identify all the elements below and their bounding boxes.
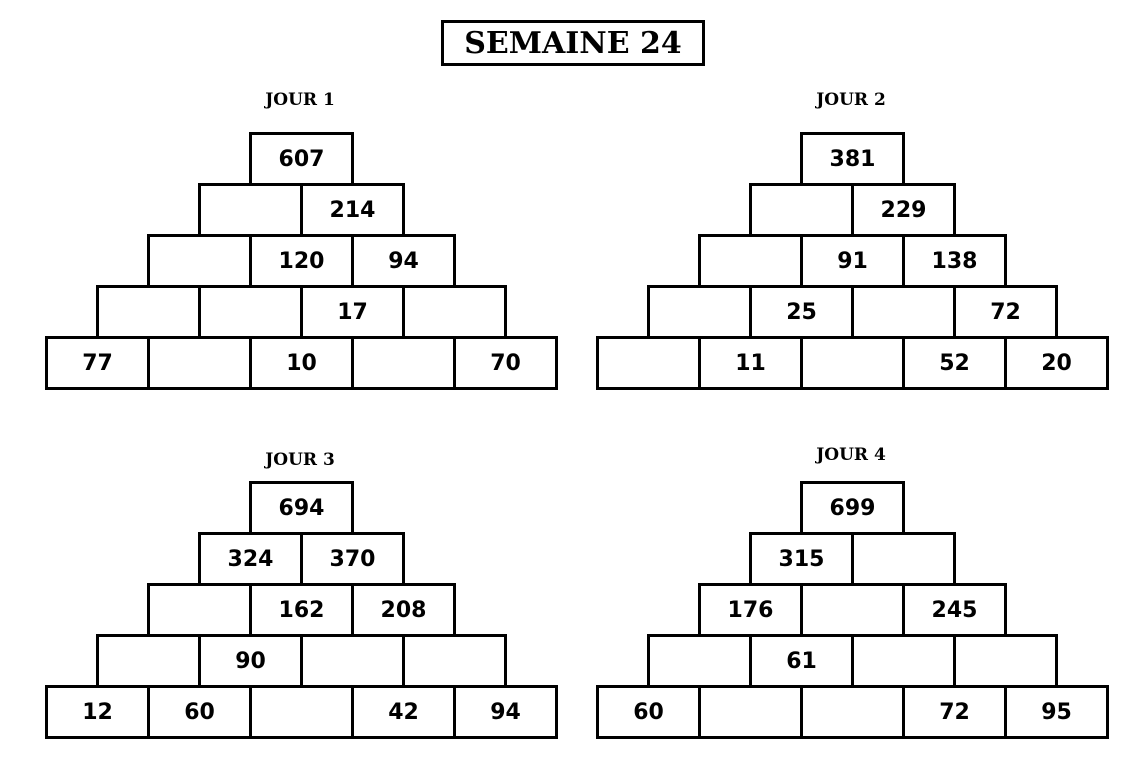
pyramid-cell: 176 [698, 583, 803, 637]
pyramid-cell: 70 [453, 336, 558, 390]
pyramid-cell: 25 [749, 285, 854, 339]
pyramid-cell: 10 [249, 336, 354, 390]
pyramid-cell [698, 685, 803, 739]
pyramid-cell: 214 [300, 183, 405, 237]
pyramid-cell: 315 [749, 532, 854, 586]
pyramid-cell: 245 [902, 583, 1007, 637]
pyramid-cell [351, 336, 456, 390]
pyramid-cell: 91 [800, 234, 905, 288]
pyramid-cell: 90 [198, 634, 303, 688]
pyramid-cell: 694 [249, 481, 354, 535]
pyramid-cell [147, 583, 252, 637]
pyramid-cell [402, 634, 507, 688]
pyramid-cell [147, 234, 252, 288]
pyramid-cell [198, 183, 303, 237]
day-label: JOUR 1 [265, 90, 335, 110]
pyramid-cell: 11 [698, 336, 803, 390]
pyramid-cell [800, 685, 905, 739]
pyramid-cell: 72 [953, 285, 1058, 339]
day-label: JOUR 3 [265, 450, 335, 470]
pyramid-cell: 324 [198, 532, 303, 586]
pyramid-cell: 120 [249, 234, 354, 288]
pyramid-cell: 72 [902, 685, 1007, 739]
pyramid-cell: 607 [249, 132, 354, 186]
pyramid-cell: 208 [351, 583, 456, 637]
pyramid-cell: 12 [45, 685, 150, 739]
pyramid-cell: 42 [351, 685, 456, 739]
pyramid-cell: 61 [749, 634, 854, 688]
pyramid-cell: 20 [1004, 336, 1109, 390]
pyramid-cell [851, 532, 956, 586]
pyramid-cell [647, 634, 752, 688]
pyramid-cell: 52 [902, 336, 1007, 390]
pyramid-cell [800, 336, 905, 390]
pyramid-cell [851, 285, 956, 339]
pyramid-cell: 138 [902, 234, 1007, 288]
pyramid-cell: 60 [596, 685, 701, 739]
pyramid-cell [96, 285, 201, 339]
pyramid-cell [800, 583, 905, 637]
pyramid-cell [647, 285, 752, 339]
pyramid-cell: 94 [351, 234, 456, 288]
pyramid-cell [96, 634, 201, 688]
day-label: JOUR 2 [816, 90, 886, 110]
pyramid-cell: 95 [1004, 685, 1109, 739]
pyramid-cell: 60 [147, 685, 252, 739]
pyramid-cell [698, 234, 803, 288]
pyramid-cell: 77 [45, 336, 150, 390]
page-title: SEMAINE 24 [441, 20, 705, 66]
day-label: JOUR 4 [816, 445, 886, 465]
pyramid-cell: 94 [453, 685, 558, 739]
pyramid-cell: 229 [851, 183, 956, 237]
pyramid-cell [147, 336, 252, 390]
pyramid-cell [300, 634, 405, 688]
pyramid-cell [953, 634, 1058, 688]
pyramid-cell: 381 [800, 132, 905, 186]
pyramid-cell: 699 [800, 481, 905, 535]
pyramid-cell: 370 [300, 532, 405, 586]
pyramid-cell [198, 285, 303, 339]
pyramid-cell [402, 285, 507, 339]
pyramid-cell [851, 634, 956, 688]
pyramid-cell [596, 336, 701, 390]
pyramid-cell [249, 685, 354, 739]
pyramid-cell [749, 183, 854, 237]
pyramid-cell: 17 [300, 285, 405, 339]
pyramid-cell: 162 [249, 583, 354, 637]
